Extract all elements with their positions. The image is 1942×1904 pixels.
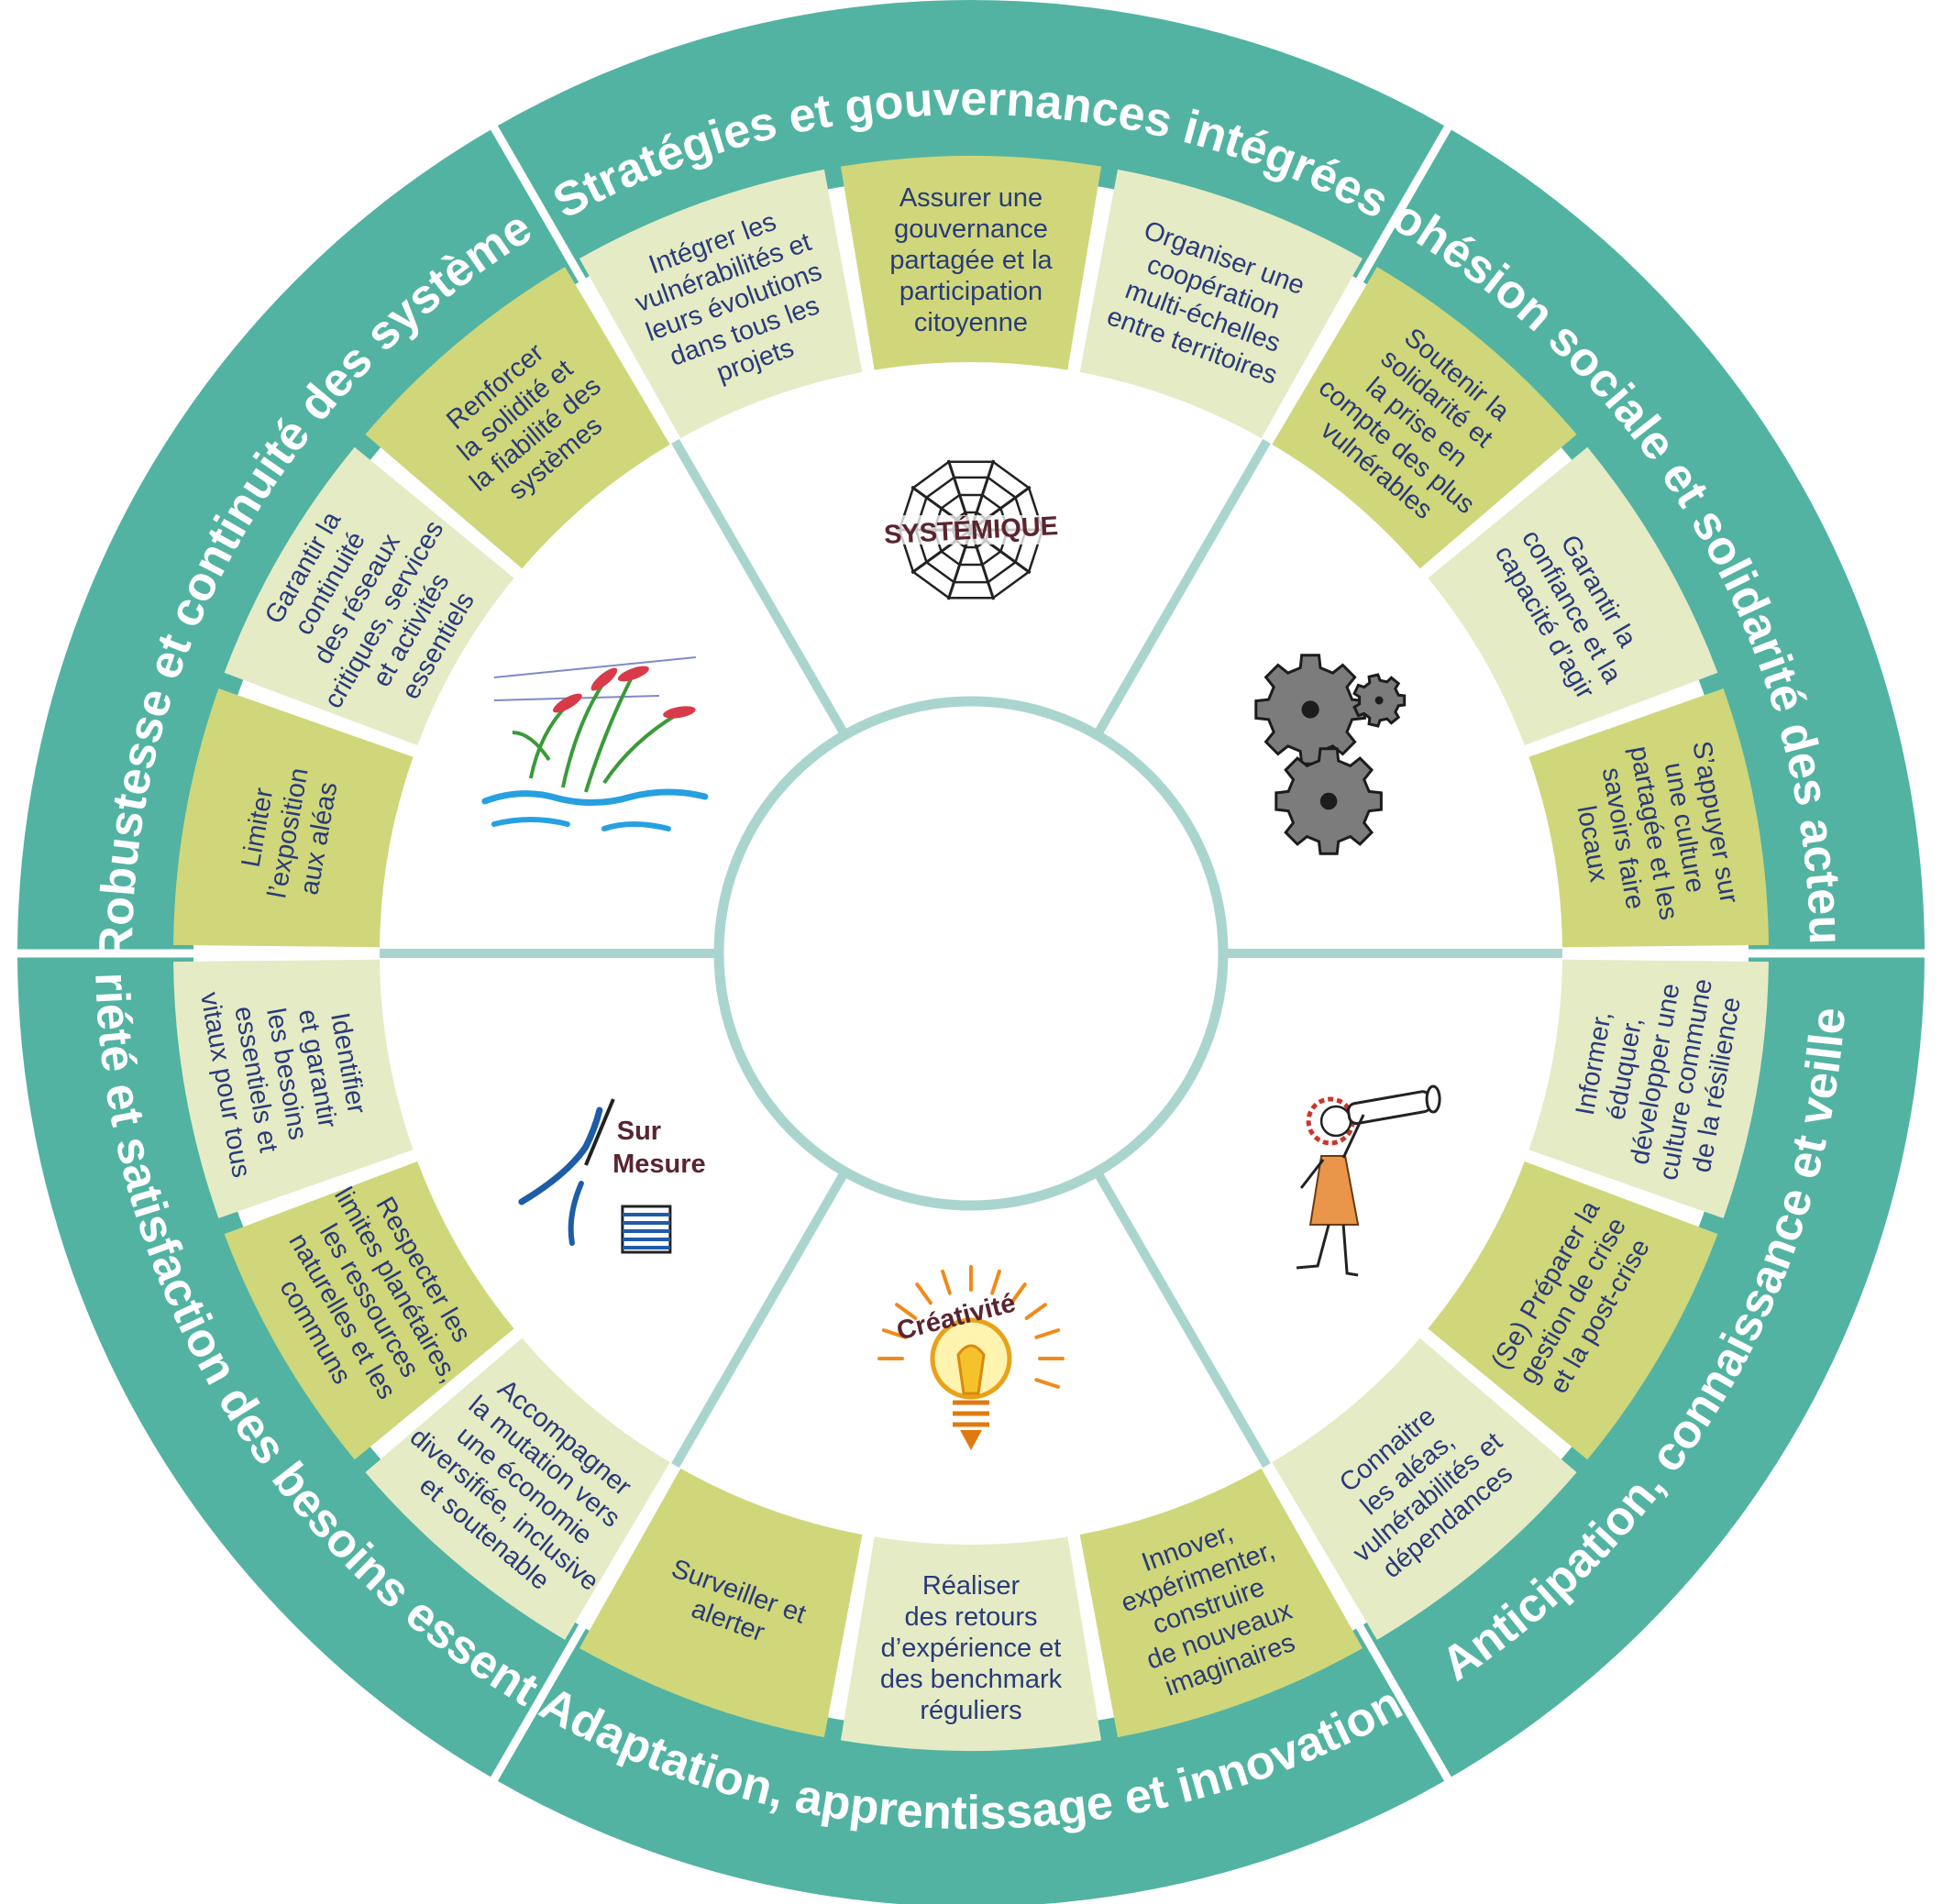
cell-5-2-background xyxy=(365,267,670,569)
cell-text-line: des retours xyxy=(904,1602,1037,1632)
cell-4-1-background xyxy=(224,1161,514,1460)
sur-mesure-label-2: Mesure xyxy=(612,1150,706,1179)
cell-5-1-background xyxy=(224,446,514,746)
sector-separator xyxy=(489,122,590,291)
cell-1-1-background xyxy=(1428,446,1718,746)
cell-0-1-background xyxy=(840,155,1102,370)
cell-2-1-background xyxy=(1428,1161,1718,1460)
cell-2-0-background xyxy=(1528,959,1769,1218)
sector-separator xyxy=(489,1616,590,1785)
cell-text-line: d’expérience et xyxy=(881,1634,1062,1663)
spoke-line xyxy=(1093,438,1271,738)
cell-text-line: gouvernance xyxy=(894,215,1048,244)
sector-separator xyxy=(1352,1616,1453,1785)
gears-icon xyxy=(1254,654,1407,855)
cell-text-line: citoyenne xyxy=(914,308,1028,337)
inner-cells xyxy=(173,155,1769,1752)
cell-3-1-background xyxy=(840,1536,1102,1752)
cell-0-2-background xyxy=(1079,169,1363,439)
sector-separator xyxy=(1352,122,1453,291)
cell-text-line: participation xyxy=(899,277,1043,306)
cell-text-line: des benchmark xyxy=(880,1665,1063,1694)
person-telescope-icon xyxy=(1296,1084,1441,1277)
spiderweb-systemique-icon: SYSTÉMIQUE xyxy=(883,459,1059,600)
cell-2-2-background xyxy=(1272,1337,1577,1640)
cell-text-line: Réaliser xyxy=(922,1571,1021,1601)
cell-3-0-background xyxy=(1079,1468,1363,1738)
sur-mesure-label: Sur xyxy=(617,1117,661,1146)
spoke-line xyxy=(671,1169,849,1469)
cell-3-2-background xyxy=(579,1468,863,1738)
cell-1-0-background xyxy=(1272,267,1577,569)
cell-5-0-background xyxy=(173,688,414,948)
cell-1-2-background xyxy=(1528,688,1769,948)
hub-circle xyxy=(713,696,1229,1211)
cell-4-2-background xyxy=(173,959,414,1218)
spoke-line xyxy=(1093,1169,1271,1469)
cell-0-0-background xyxy=(579,169,863,439)
spoke-line xyxy=(671,438,849,738)
cell-text-line: partagée et la xyxy=(889,246,1053,275)
spokes xyxy=(380,438,1562,1469)
cell-text-line: Assurer une xyxy=(899,183,1043,213)
cell-text-line: réguliers xyxy=(920,1696,1021,1725)
reeds-water-icon xyxy=(481,656,709,831)
cell-4-0-background xyxy=(365,1337,670,1640)
